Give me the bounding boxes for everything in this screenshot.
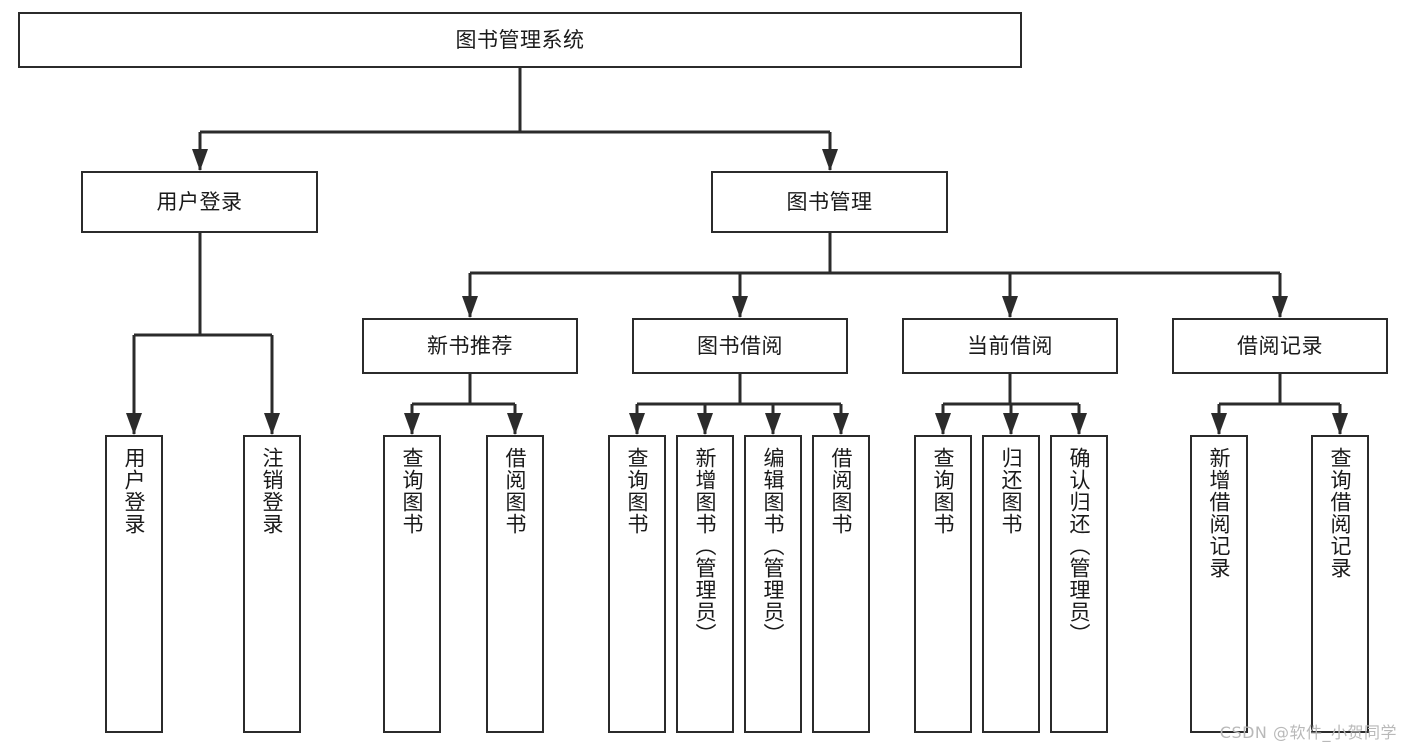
arrowhead-icon xyxy=(462,296,478,318)
node-login[interactable]: 用户登录 xyxy=(81,171,318,233)
arrowhead-icon xyxy=(507,413,523,435)
node-label: 用户登录 xyxy=(122,447,147,535)
node-label: 图书管理系统 xyxy=(455,27,585,52)
node-leaf-current-2[interactable]: 归还图书 xyxy=(982,435,1040,733)
arrowhead-icon xyxy=(192,149,208,171)
node-label: 新增借阅记录 xyxy=(1207,447,1232,579)
node-leaf-records-1[interactable]: 新增借阅记录 xyxy=(1190,435,1248,733)
node-leaf-borrow-4[interactable]: 借阅图书 xyxy=(812,435,870,733)
arrowhead-icon xyxy=(264,413,280,435)
csdn-watermark: CSDN @软件_小贺同学 xyxy=(1219,723,1397,742)
node-leaf-records-2[interactable]: 查询借阅记录 xyxy=(1311,435,1369,733)
arrowhead-icon xyxy=(1002,296,1018,318)
arrowhead-icon xyxy=(732,296,748,318)
node-newbooks[interactable]: 新书推荐 xyxy=(362,318,578,374)
arrowhead-icon xyxy=(822,149,838,171)
node-label: 用户登录 xyxy=(156,189,243,214)
node-label: 借阅图书 xyxy=(829,447,854,535)
node-label: 归还图书 xyxy=(999,447,1024,535)
node-leaf-borrow-1[interactable]: 查询图书 xyxy=(608,435,666,733)
node-label: 查询借阅记录 xyxy=(1328,447,1353,579)
node-leaf-login-1[interactable]: 用户登录 xyxy=(105,435,163,733)
node-label: 编辑图书（管理员） xyxy=(761,447,786,645)
arrowhead-icon xyxy=(404,413,420,435)
node-leaf-new-2[interactable]: 借阅图书 xyxy=(486,435,544,733)
arrowhead-icon xyxy=(1272,296,1288,318)
node-bookmgmt[interactable]: 图书管理 xyxy=(711,171,948,233)
node-leaf-login-2[interactable]: 注销登录 xyxy=(243,435,301,733)
node-label: 新书推荐 xyxy=(427,333,513,358)
arrowhead-icon xyxy=(126,413,142,435)
node-leaf-borrow-3[interactable]: 编辑图书（管理员） xyxy=(744,435,802,733)
node-leaf-borrow-2[interactable]: 新增图书（管理员） xyxy=(676,435,734,733)
arrowhead-icon xyxy=(765,413,781,435)
node-current[interactable]: 当前借阅 xyxy=(902,318,1118,374)
node-leaf-new-1[interactable]: 查询图书 xyxy=(383,435,441,733)
node-records[interactable]: 借阅记录 xyxy=(1172,318,1388,374)
arrowhead-icon xyxy=(1211,413,1227,435)
arrowhead-icon xyxy=(697,413,713,435)
node-label: 查询图书 xyxy=(931,447,956,535)
arrowhead-icon xyxy=(629,413,645,435)
arrowhead-icon xyxy=(833,413,849,435)
arrowhead-icon xyxy=(1071,413,1087,435)
node-label: 新增图书（管理员） xyxy=(693,447,718,645)
arrowhead-icon xyxy=(1332,413,1348,435)
node-borrow[interactable]: 图书借阅 xyxy=(632,318,848,374)
node-root[interactable]: 图书管理系统 xyxy=(18,12,1022,68)
node-label: 确认归还（管理员） xyxy=(1067,447,1092,645)
arrowhead-icon xyxy=(935,413,951,435)
node-label: 借阅记录 xyxy=(1237,333,1323,358)
node-label: 图书借阅 xyxy=(697,333,783,358)
node-label: 查询图书 xyxy=(400,447,425,535)
node-label: 注销登录 xyxy=(260,447,285,535)
node-leaf-current-3[interactable]: 确认归还（管理员） xyxy=(1050,435,1108,733)
node-label: 图书管理 xyxy=(786,189,873,214)
node-label: 借阅图书 xyxy=(503,447,528,535)
node-label: 当前借阅 xyxy=(967,333,1053,358)
arrowhead-icon xyxy=(1003,413,1019,435)
node-leaf-current-1[interactable]: 查询图书 xyxy=(914,435,972,733)
node-label: 查询图书 xyxy=(625,447,650,535)
